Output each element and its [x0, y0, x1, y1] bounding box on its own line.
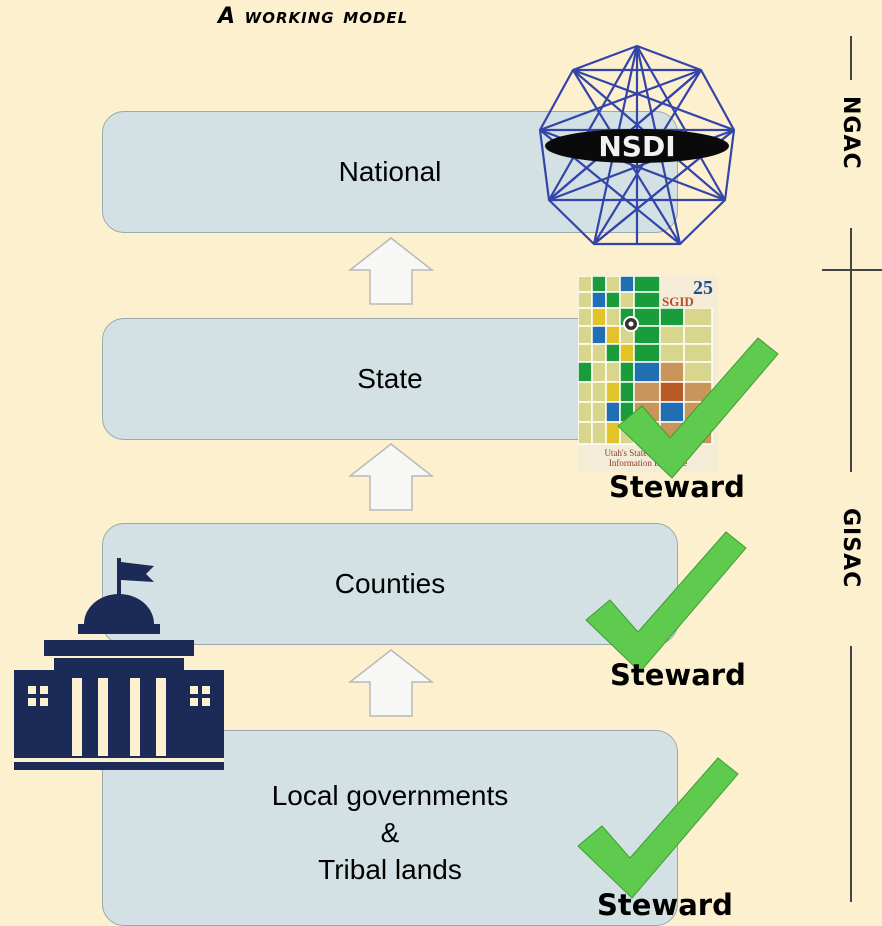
nsdi-logo-text: NSDI: [598, 130, 675, 163]
side-label-ngac: NGAC: [838, 96, 863, 170]
divider-line: [822, 269, 882, 271]
checkmark-icon: [617, 337, 779, 479]
tier-local-line3: Tribal lands: [318, 853, 462, 885]
tier-national-label: National: [338, 156, 442, 187]
divider-line: [850, 646, 852, 902]
tier-local-line1: Local governments: [271, 779, 509, 811]
tier-state-label: State: [357, 363, 423, 394]
government-building-icon: [14, 558, 224, 770]
steward-label-counties: Steward: [610, 658, 746, 692]
tier-local-line2: &: [380, 816, 400, 848]
tier-counties-label: Counties: [334, 568, 446, 599]
tier-counties: Counties: [102, 523, 678, 645]
divider-line: [850, 228, 852, 472]
nsdi-logo: NSDI: [538, 44, 736, 246]
side-label-gisac: GISAC: [838, 508, 863, 589]
sgid-logo-caption-line2: Information Database: [608, 458, 688, 468]
divider-line: [850, 36, 852, 80]
up-arrow-icon: [348, 649, 434, 717]
checkmark-icon: [577, 757, 739, 899]
diagram-title: A working model: [218, 4, 409, 29]
steward-label-state: Steward: [609, 470, 745, 504]
steward-label-local: Steward: [597, 888, 733, 922]
sgid-logo-number: 25: [693, 277, 713, 299]
tier-local: Local governments & Tribal lands: [102, 730, 678, 926]
up-arrow-icon: [348, 443, 434, 511]
sgid-logo-abbr: SGID: [662, 294, 694, 309]
checkmark-icon: [585, 531, 747, 673]
up-arrow-icon: [348, 237, 434, 305]
